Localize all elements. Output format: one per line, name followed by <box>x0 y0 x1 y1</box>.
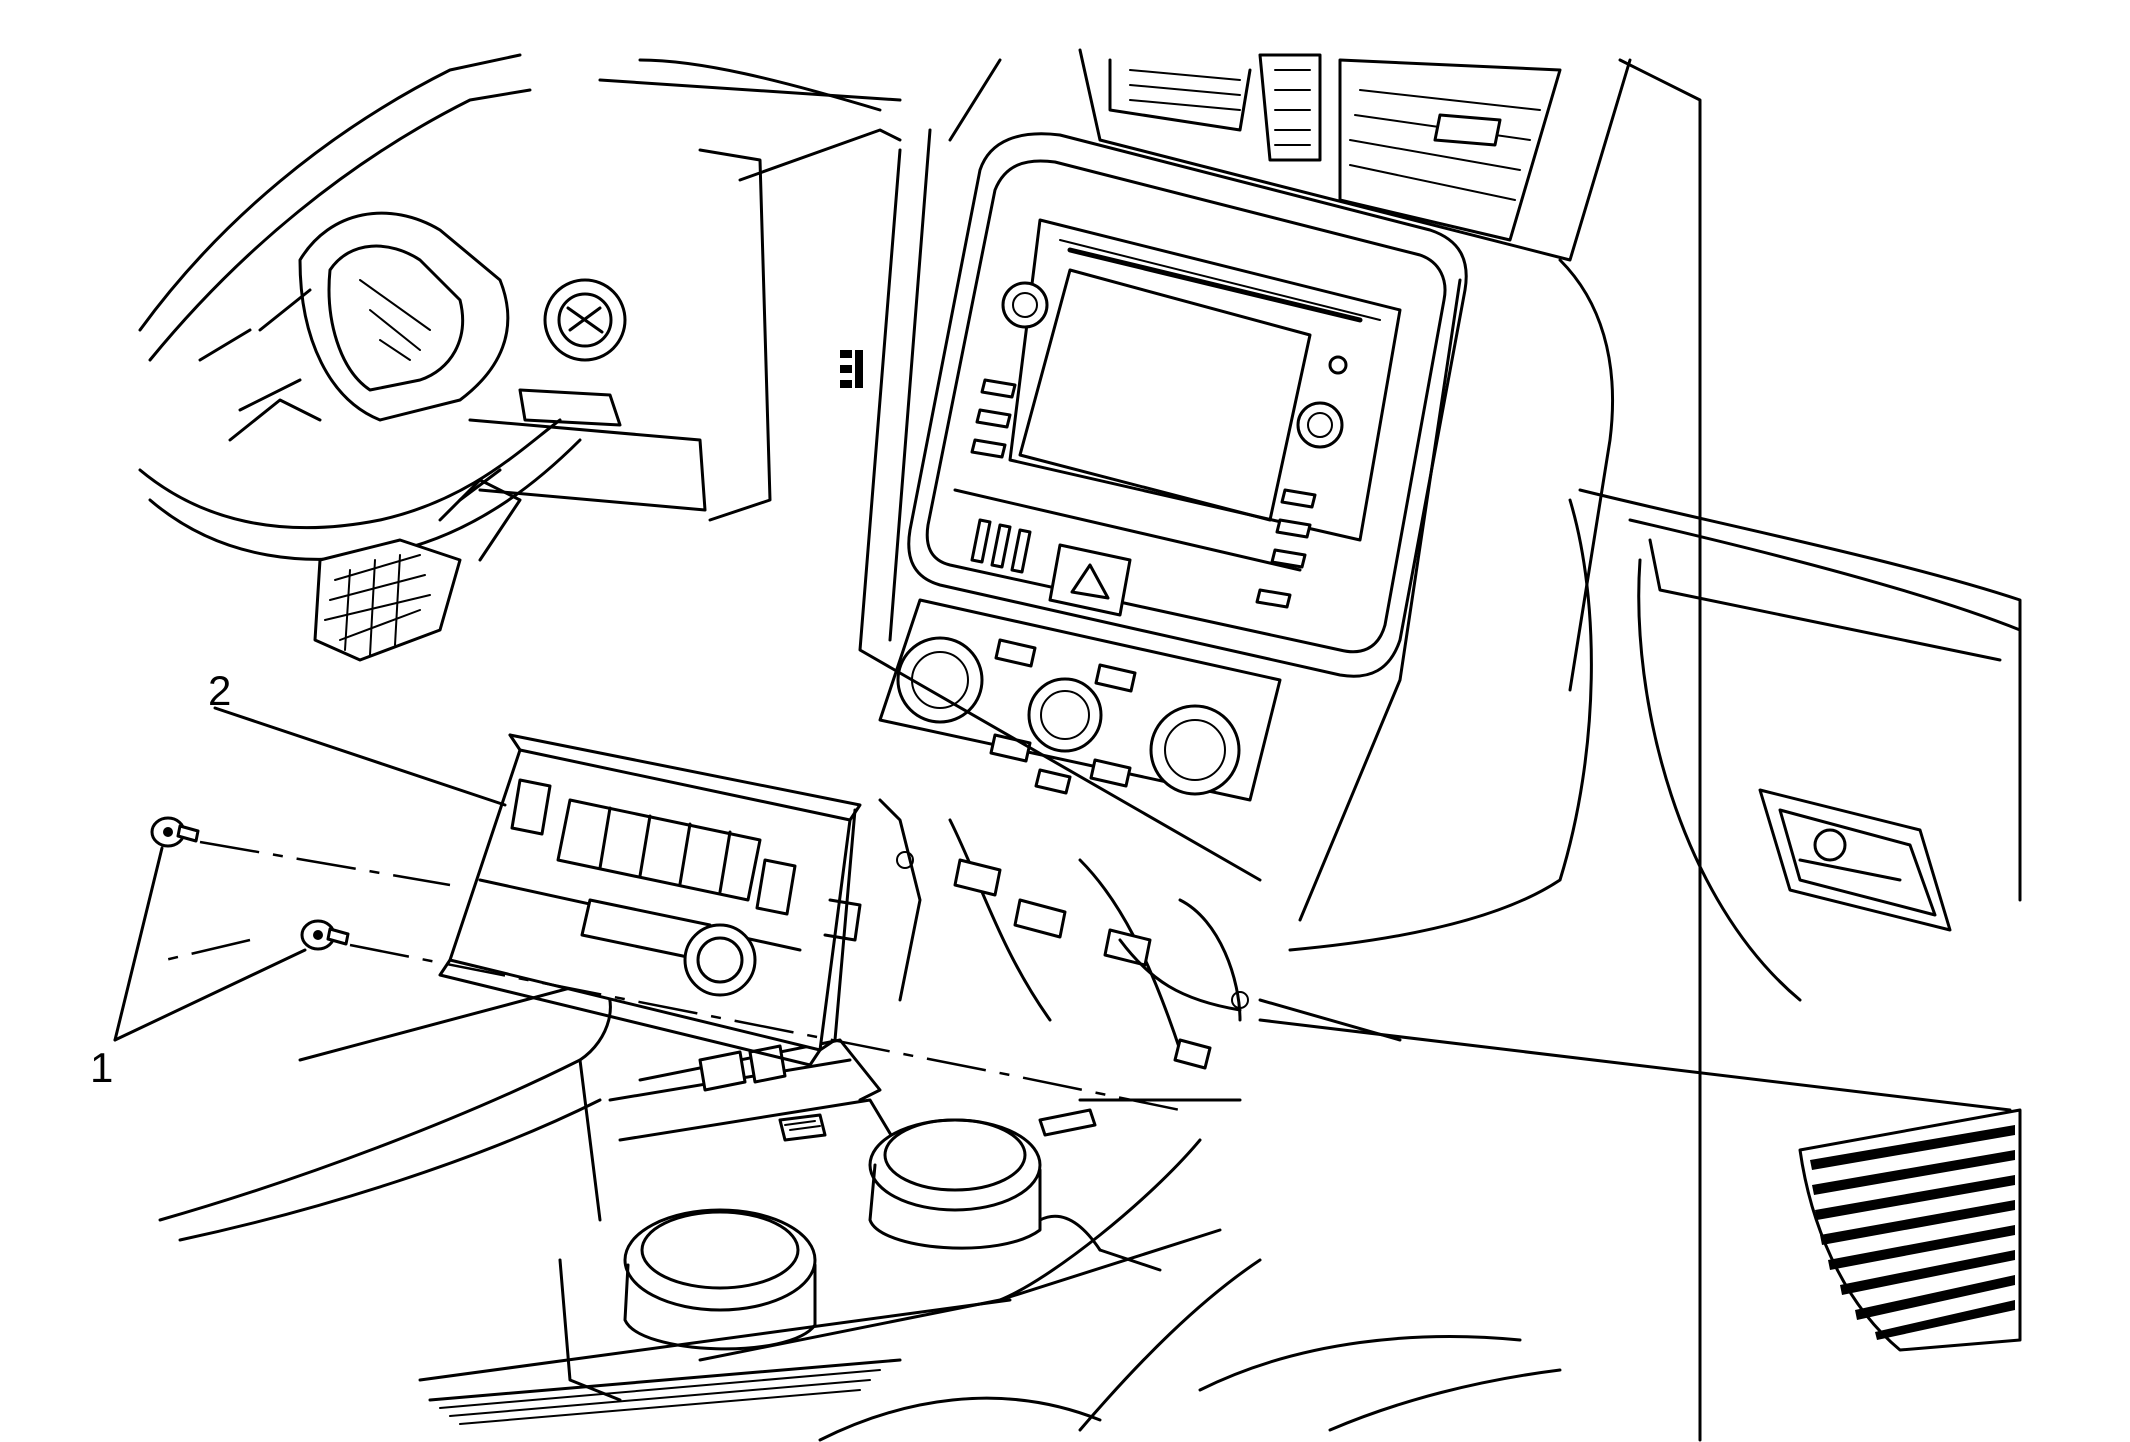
instrument-panel-right <box>858 58 2022 1442</box>
callout-1: 1 <box>90 1044 113 1091</box>
steering-wheel <box>138 53 582 561</box>
ignition-lock <box>468 58 902 522</box>
center-console <box>158 978 1562 1442</box>
fastener-upper <box>150 816 200 848</box>
fastener-lower <box>300 919 350 951</box>
hazard-button <box>1048 543 1132 617</box>
console-wiring <box>878 798 1249 1070</box>
glovebox-handle <box>1758 788 1952 932</box>
hvac-controls <box>878 598 1282 802</box>
floor-mat <box>1798 1108 2022 1352</box>
leader-line-1b <box>113 948 307 1042</box>
fastener-centerlines <box>164 840 1181 1112</box>
callout-2: 2 <box>208 667 231 714</box>
leader-line-1a <box>113 846 164 1042</box>
accelerator-pedal <box>313 468 522 662</box>
callout-leaders <box>113 706 507 1042</box>
switch-assembly-component-2 <box>438 733 862 1067</box>
radio-head-unit <box>907 132 1468 678</box>
center-air-vents <box>1078 48 1632 262</box>
leader-line-2 <box>213 706 507 807</box>
